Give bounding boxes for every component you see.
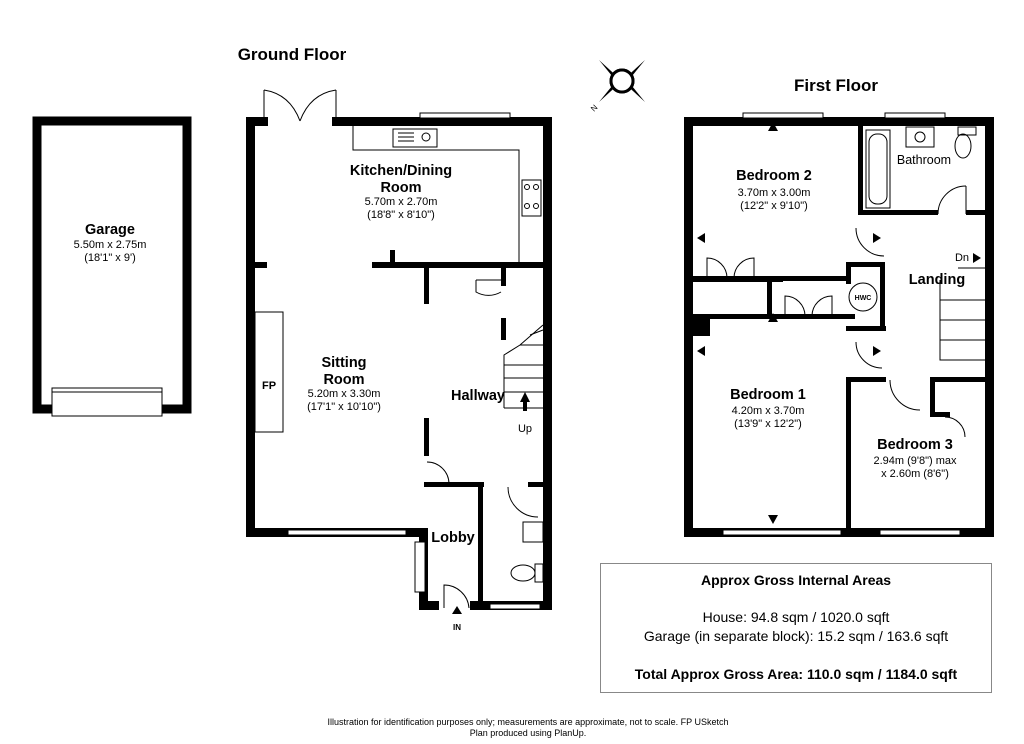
arrow-up-icon	[520, 392, 530, 402]
hwc-label: HWC	[855, 295, 872, 302]
bedroom2-label: Bedroom 2	[736, 168, 812, 184]
bedroom1-label: Bedroom 1	[730, 387, 806, 403]
area-garage: Garage (in separate block): 15.2 sqm / 1…	[644, 628, 948, 644]
bedroom3-dim-line2: x 2.60m (8'6")	[881, 468, 949, 480]
area-heading: Approx Gross Internal Areas	[701, 572, 891, 588]
bedroom1-dim-imperial: (13'9" x 12'2")	[734, 418, 802, 430]
kitchen-dim-metric: 5.70m x 2.70m	[365, 196, 438, 208]
first-floor-heading: First Floor	[794, 76, 878, 95]
entrance-arrow-icon	[452, 606, 462, 614]
hallway-label: Hallway	[451, 388, 505, 404]
area-summary-box: Approx Gross Internal Areas House: 94.8 …	[600, 563, 992, 693]
kitchen-label-line1: Kitchen/Dining	[350, 163, 452, 179]
garage-dim-metric: 5.50m x 2.75m	[74, 239, 147, 251]
ground-floor-fixtures	[254, 89, 544, 610]
kitchen-dim-imperial: (18'8" x 8'10")	[367, 209, 435, 221]
sitting-room-label-line1: Sitting	[321, 355, 366, 371]
bedroom2-dim-imperial: (12'2" x 9'10")	[740, 200, 808, 212]
area-total: Total Approx Gross Area: 110.0 sqm / 118…	[635, 666, 958, 682]
bathroom-label: Bathroom	[897, 153, 951, 167]
stairs-down-label: Dn	[955, 252, 969, 264]
wall	[246, 117, 255, 537]
bedroom1-dim-metric: 4.20m x 3.70m	[732, 405, 805, 417]
lobby-label: Lobby	[431, 530, 475, 546]
landing-label: Landing	[909, 272, 965, 288]
garage-plan: Garage 5.50m x 2.75m (18'1" x 9')	[32, 116, 192, 417]
compass-north-letter: N	[589, 103, 600, 114]
disclaimer-line2: Plan produced using PlanUp.	[470, 728, 587, 738]
garage-label: Garage	[85, 222, 135, 238]
kitchen-label-line2: Room	[380, 180, 421, 196]
area-house: House: 94.8 sqm / 1020.0 sqft	[703, 609, 890, 625]
first-floor-fixtures	[706, 112, 985, 536]
bedroom2-dim-metric: 3.70m x 3.00m	[738, 187, 811, 199]
fireplace-label: FP	[262, 380, 276, 392]
stairs-up-label: Up	[518, 423, 532, 435]
sitting-room-dim-imperial: (17'1" x 10'10")	[307, 401, 381, 413]
sitting-room-label-line2: Room	[323, 372, 364, 388]
ground-floor-heading: Ground Floor	[238, 45, 347, 64]
disclaimer-line1: Illustration for identification purposes…	[327, 717, 728, 727]
compass-icon: N	[589, 60, 645, 113]
sitting-room-dim-metric: 5.20m x 3.30m	[308, 388, 381, 400]
garage-door	[51, 387, 163, 417]
ground-floor-markers	[452, 392, 530, 614]
first-floor-markers	[697, 122, 981, 524]
bedroom3-label: Bedroom 3	[877, 437, 953, 453]
garage-walls	[32, 116, 192, 414]
entrance-label: IN	[453, 623, 461, 632]
bedroom3-dim-line1: 2.94m (9'8") max	[873, 455, 957, 467]
garage-dim-imperial: (18'1" x 9')	[84, 252, 136, 264]
